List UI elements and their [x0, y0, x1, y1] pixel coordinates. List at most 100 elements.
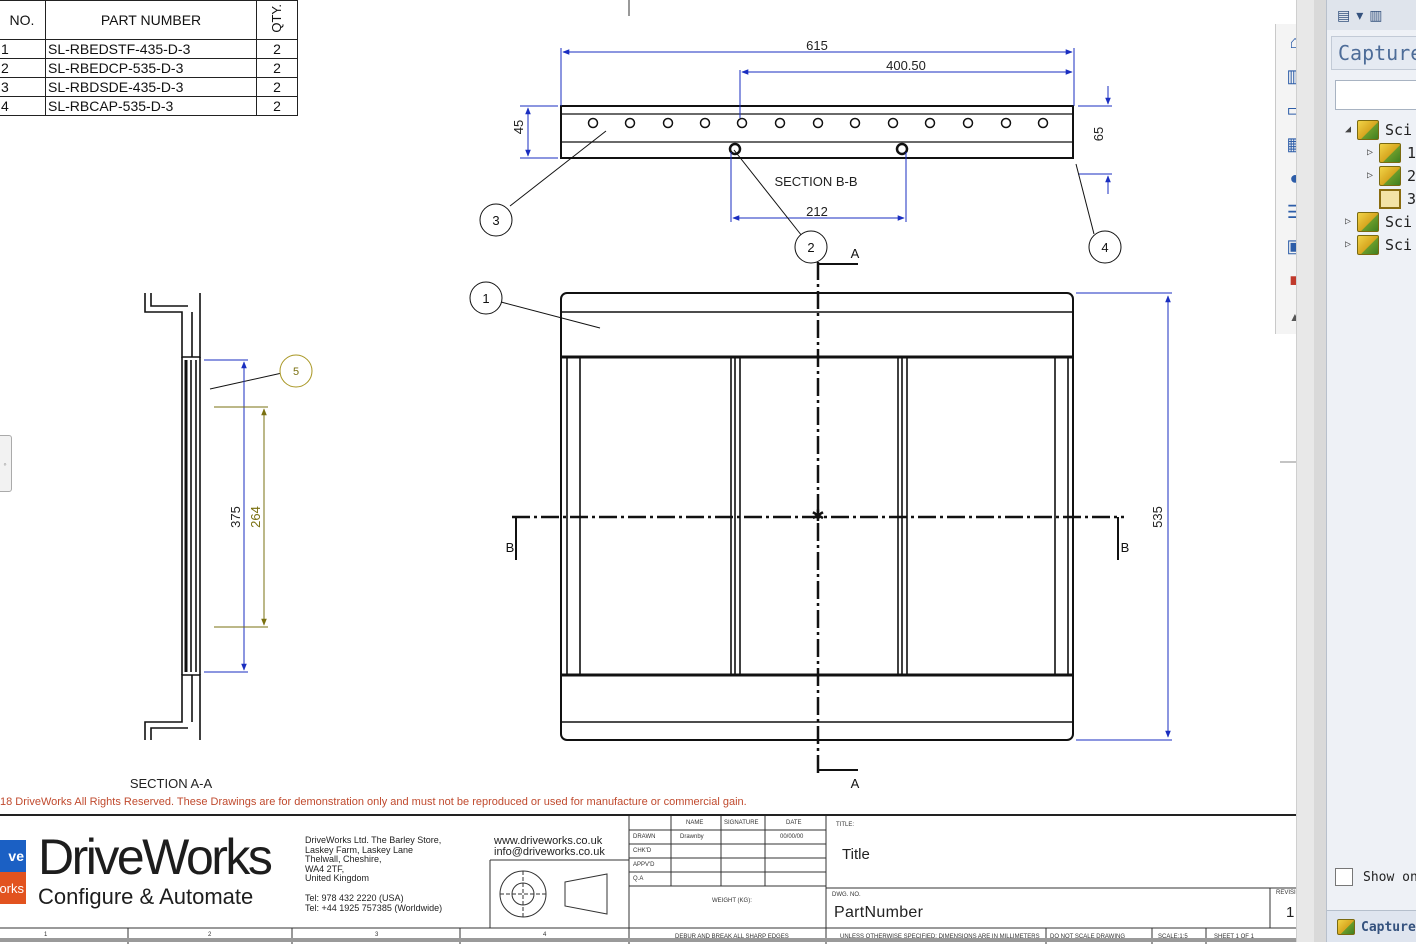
left-panel-handle[interactable]: ◦: [0, 435, 12, 492]
collapse-icon[interactable]: ▷: [1344, 239, 1352, 250]
drawn-name-value: Drawnby: [680, 834, 704, 840]
zone-label: 2: [208, 932, 212, 938]
task-pane-title: Capture: [1331, 36, 1416, 70]
checkbox-box[interactable]: [1335, 868, 1353, 886]
tolerance-note: UNLESS OTHERWISE SPECIFIED: DIMENSIONS A…: [840, 934, 1040, 940]
dim-375: 375: [228, 506, 243, 528]
tree-item[interactable]: 3: [1341, 187, 1416, 210]
capture-bottom-bar[interactable]: Capture: [1327, 910, 1416, 942]
section-aa-view: [144, 293, 201, 740]
website-text: www.driveworks.co.uk: [494, 835, 603, 847]
dim-615: 615: [806, 38, 828, 53]
title-block-grid: [0, 816, 1296, 944]
revision-value: 1: [1286, 904, 1295, 921]
drawn-date-value: 00/00/00: [780, 834, 804, 840]
tree-item-label: 3: [1407, 189, 1416, 208]
col-signature-label: SIGNATURE: [724, 820, 759, 826]
copyright-notice: 18 DriveWorks All Rights Reserved. These…: [0, 796, 747, 808]
collapse-icon[interactable]: ▷: [1366, 170, 1374, 181]
sheet-tab-strip: [0, 938, 1296, 942]
bom-cell-qty: 2: [256, 96, 298, 116]
drawing-sheet[interactable]: NO. PART NUMBER QTY. 1 SL-RBEDSTF-435-D-…: [0, 0, 1305, 944]
task-pane: ▤ ▾ ▥ Capture ◢Sci ▷1 ▷2 3 ▷ Sci ▷ Sci Sho…: [1326, 0, 1416, 942]
title-value: Title: [842, 846, 870, 863]
row-qa-label: Q.A: [633, 876, 644, 882]
brand-tagline: Configure & Automate: [38, 884, 254, 909]
row-drawn-label: DRAWN: [633, 834, 656, 840]
checkbox-label: Show onl: [1363, 869, 1416, 885]
task-pane-toolbar: ▤ ▾ ▥: [1327, 0, 1416, 30]
zone-label: 3: [375, 932, 379, 938]
tree-item-label: Sci: [1385, 235, 1413, 254]
assembly-icon: [1357, 119, 1379, 140]
tree-item-label: Sci: [1385, 212, 1413, 231]
zone-label: 1: [44, 932, 48, 938]
bom-cell-part: SL-RBEDSTF-435-D-3: [45, 39, 257, 59]
tree-item[interactable]: ▷ Sci: [1341, 233, 1416, 256]
address-line: WA4 2TF,: [305, 863, 345, 874]
address-line: DriveWorks Ltd. The Barley Store,: [305, 835, 442, 845]
section-bb-label: SECTION B-B: [774, 174, 857, 189]
address-line: Thelwall, Cheshire,: [305, 854, 382, 864]
bom-header-part: PART NUMBER: [45, 0, 257, 40]
address-line: United Kingdom: [305, 873, 370, 883]
dim-45: 45: [511, 120, 526, 134]
balloon-4: 4: [1101, 240, 1108, 255]
home-icon[interactable]: ⌂: [1289, 31, 1301, 52]
plan-view: ✱ A A B B 535: [506, 246, 1172, 791]
balloon-5: 5: [293, 366, 299, 378]
dim-212: 212: [806, 204, 828, 219]
document-icon[interactable]: ▥: [1369, 6, 1383, 23]
part-number-value: PartNumber: [834, 904, 924, 921]
address-line: Laskey Farm, Laskey Lane: [305, 844, 414, 855]
no-scale-note: DO NOT SCALE DRAWING: [1050, 934, 1126, 940]
capture-bottom-label: Capture: [1361, 919, 1416, 935]
chevron-down-icon[interactable]: ▾: [1356, 6, 1364, 23]
database-icon[interactable]: ▤: [1337, 6, 1351, 23]
cut-label-b-right: B: [1121, 540, 1130, 555]
weight-label: WEIGHT (KG):: [712, 898, 752, 904]
table-row: 2 SL-RBEDCP-535-D-3 2: [0, 58, 298, 78]
capture-icon: [1337, 919, 1355, 935]
revision-label: REVISION: [1276, 890, 1305, 896]
chevron-up-icon[interactable]: ▲: [1289, 310, 1301, 324]
dim-264: 264: [248, 506, 263, 528]
tree-item[interactable]: ▷2: [1341, 164, 1416, 187]
col-date-label: DATE: [786, 820, 802, 826]
show-only-checkbox[interactable]: Show onl: [1335, 868, 1416, 886]
company-address: DriveWorks Ltd. The Barley Store, Laskey…: [305, 835, 442, 884]
dim-535: 535: [1150, 506, 1165, 528]
pane-splitter[interactable]: [1314, 0, 1326, 942]
drawing-views: 615 400.50 45 65 212 SECTION B-B 3 2 4 1…: [130, 0, 1296, 791]
driveworks-logo: ve orks: [0, 840, 26, 904]
collapse-icon[interactable]: ▷: [1366, 147, 1374, 158]
scale-value: SCALE:1:5: [1158, 934, 1188, 940]
dim-400-50: 400.50: [886, 58, 926, 73]
brand-name: DriveWorks: [38, 829, 273, 885]
row-checked-label: CHK'D: [633, 848, 652, 854]
company-phone: Tel: 978 432 2220 (USA) Tel: +44 1925 75…: [305, 893, 442, 913]
assembly-icon: [1379, 165, 1401, 186]
tree-item[interactable]: ▷1: [1341, 141, 1416, 164]
dwg-no-label: DWG. NO.: [832, 892, 861, 898]
tree-item[interactable]: ◢Sci: [1341, 118, 1416, 141]
title-label: TITLE:: [836, 822, 855, 828]
assembly-icon: [1357, 234, 1379, 255]
cut-label-a-top: A: [851, 246, 860, 261]
zone-label: 4: [543, 932, 547, 938]
drawing-icon: [1379, 188, 1401, 209]
deburr-note: DEBUR AND BREAK ALL SHARP EDGES: [675, 934, 789, 940]
vertical-scrollbar[interactable]: [1296, 0, 1315, 942]
expand-icon[interactable]: ◢: [1344, 124, 1352, 135]
appearance-icon[interactable]: ●: [1289, 167, 1301, 188]
task-pane-input[interactable]: [1335, 80, 1416, 110]
collapse-icon[interactable]: ▷: [1344, 216, 1352, 227]
logo-bottom-text: orks: [0, 872, 26, 904]
custom-icon[interactable]: ■: [1289, 269, 1301, 290]
svg-text:✱: ✱: [811, 508, 824, 525]
bom-header-no: NO.: [0, 0, 46, 40]
cut-label-a-bottom: A: [851, 776, 860, 791]
tree-item[interactable]: ▷ Sci: [1341, 210, 1416, 233]
assembly-icon: [1379, 142, 1401, 163]
bom-cell-part: SL-RBEDCP-535-D-3: [45, 58, 257, 78]
